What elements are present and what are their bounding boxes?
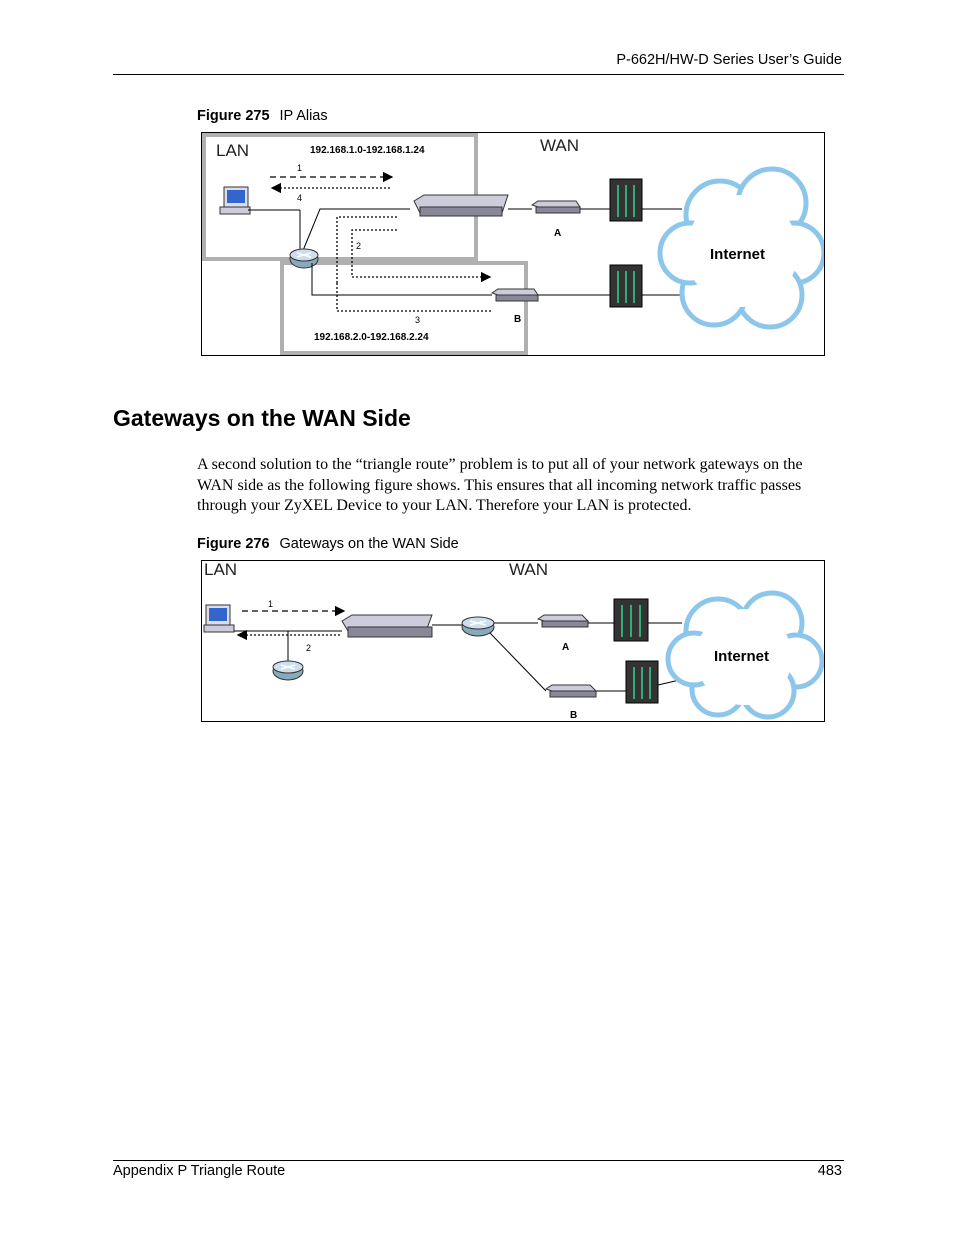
section-heading: Gateways on the WAN Side [113,405,411,431]
figure-275-title: IP Alias [279,108,328,124]
lan-label: LAN [216,141,249,160]
header-rule [113,74,844,75]
body-paragraph: A second solution to the “triangle route… [197,456,803,514]
gateway-a-icon [530,200,581,214]
arrow-step-3 [336,283,492,312]
lan-range-1-label: 192.168.1.0-192.168.1.24 [310,145,425,156]
internet-label: Internet [710,246,765,263]
figure-276-number: Figure 276 [197,536,270,552]
wan-label: WAN [509,561,548,579]
figure-276-title: Gateways on the WAN Side [279,536,459,552]
server-a-icon [609,178,643,222]
gateway-a-icon [536,614,590,628]
gateway-a-label: A [554,228,561,239]
arrow-step-2 [336,216,397,283]
step-1-label: 1 [268,599,273,609]
server-b-icon [625,660,659,704]
zyxel-device-icon [413,194,509,217]
server-b-icon [609,264,643,308]
figure-275-diagram: LAN WAN 192.168.1.0-192.168.1.24 192.168… [201,132,825,356]
step-4-label: 4 [297,193,302,203]
footer-rule [113,1160,844,1161]
footer-section-title: Appendix P Triangle Route [113,1163,286,1179]
computer-icon [219,186,251,215]
computer-icon [203,604,235,633]
gateway-b-icon [544,684,598,698]
router-icon [289,248,319,269]
step-1-label: 1 [297,163,302,173]
figure-275-number: Figure 275 [197,108,270,124]
lan-router-icon [272,660,304,681]
step-2-label: 2 [306,643,311,653]
lan-subnet-2-box [280,261,528,355]
gateway-b-icon [490,288,539,302]
step-3-label: 3 [415,315,420,325]
wan-router-icon [461,616,495,637]
gateway-b-label: B [514,314,521,325]
wan-label: WAN [540,136,579,155]
step-2-label: 2 [356,241,361,251]
zyxel-device-icon [341,614,433,638]
gateway-b-label: B [570,710,577,721]
server-a-icon [613,598,649,642]
figure-275-caption: Figure 275 IP Alias [197,108,328,124]
gateway-a-label: A [562,642,569,653]
figure-276-caption: Figure 276 Gateways on the WAN Side [197,536,459,552]
page-number: 483 [817,1163,842,1179]
figure-276-diagram: LAN WAN 1 2 [201,560,825,722]
running-header: P-662H/HW-D Series User’s Guide [616,52,842,68]
lan-label: LAN [204,561,237,579]
lan-range-2-label: 192.168.2.0-192.168.2.24 [314,332,429,343]
internet-label: Internet [714,648,769,665]
